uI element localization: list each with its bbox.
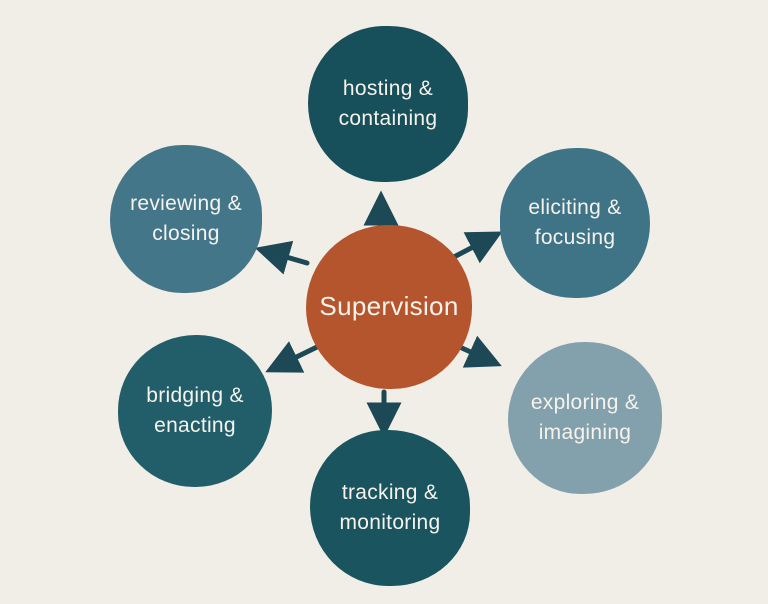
node-reviewing-label: reviewing & closing	[130, 191, 242, 245]
node-exploring-imagining: exploring & imagining	[508, 342, 662, 494]
node-exploring-label: exploring & imagining	[530, 390, 640, 444]
node-reviewing-closing: reviewing & closing	[110, 145, 262, 293]
node-eliciting-label: eliciting & focusing	[528, 195, 622, 249]
node-supervision-hub: Supervision	[306, 225, 472, 389]
arrow-to-reviewing-icon	[254, 240, 310, 275]
arrow-to-bridging-icon	[265, 341, 320, 373]
arrow-to-eliciting-icon	[449, 231, 503, 264]
node-tracking-monitoring: tracking & monitoring	[310, 430, 470, 586]
node-hosting-label: hosting & containing	[338, 76, 438, 130]
node-bridging-enacting: bridging & enacting	[118, 335, 272, 487]
node-eliciting-focusing: eliciting & focusing	[500, 148, 650, 298]
node-tracking-label: tracking & monitoring	[339, 480, 441, 534]
node-bridging-label: bridging & enacting	[146, 383, 244, 437]
node-hosting-containing: hosting & containing	[308, 26, 468, 182]
supervision-label: Supervision	[319, 291, 459, 322]
